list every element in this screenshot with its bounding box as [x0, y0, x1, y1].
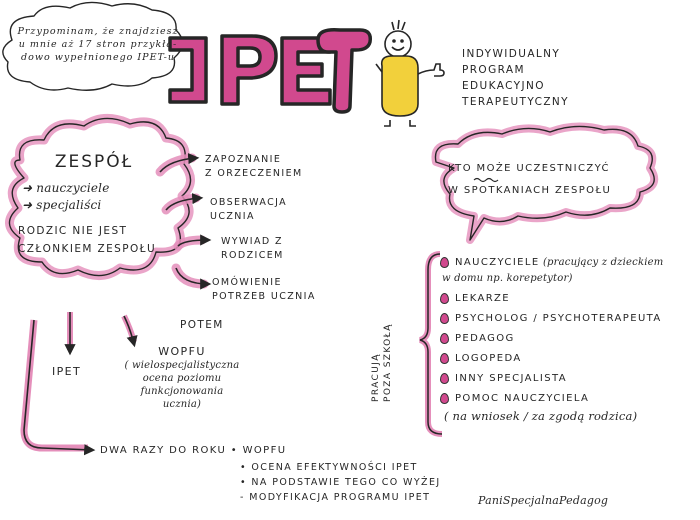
participant-label: LEKARZE	[455, 292, 511, 304]
participants-bracket	[419, 251, 443, 437]
then-label: POTEM	[180, 319, 224, 331]
participant-label: LOGOPEDA	[455, 352, 522, 364]
team-step-line: Z ORZECZENIEM	[205, 168, 303, 179]
who-emphasis: MOŻE	[476, 163, 512, 174]
team-member-label: specjaliści	[36, 198, 102, 212]
who-suffix: UCZESTNICZYĆ	[511, 163, 610, 174]
team-step-line: OMÓWIENIE	[212, 277, 282, 288]
participant-detail: (pracujący z dzieckiem	[539, 256, 664, 268]
parent-note-line: RODZIC NIE JEST	[18, 225, 128, 237]
team-step-line: WYWIAD Z	[221, 236, 283, 247]
participant-item: LEKARZE	[440, 288, 700, 308]
participant-label: POMOC NAUCZYCIELA	[455, 392, 590, 404]
twice-a-year-bullet: • OCENA EFEKTYWNOŚCI IPET	[240, 462, 418, 473]
reminder-line: dowo wypełnionego IPET-u	[21, 52, 175, 63]
team-step-line: POTRZEB UCZNIA	[212, 291, 316, 302]
drop-bullet-icon	[440, 292, 449, 304]
drop-bullet-icon	[440, 256, 449, 268]
wopfu-description-line: ocena poziomu	[142, 373, 222, 384]
acronym-line-p: PROGRAM	[462, 64, 525, 76]
team-step: OBSERWACJA UCZNIA	[210, 196, 287, 224]
working-outside-line: PRACUJĄ	[371, 353, 381, 402]
participant-label: PSYCHOLOG / PSYCHOTERAPEUTA	[455, 312, 662, 324]
acronym-line-e: EDUKACYJNO	[462, 80, 545, 92]
who-bubble-outline	[431, 122, 659, 244]
ipet-title-art	[168, 27, 373, 114]
wopfu-output: WOPFU ( wielospecjalistyczna ocena pozio…	[112, 344, 252, 411]
parent-note: RODZIC NIE JEST CZŁONKIEM ZESPOŁU	[18, 222, 172, 258]
team-members: ➜ nauczyciele ➜ specjaliści	[22, 180, 172, 214]
participants-list: NAUCZYCIELE (pracujący z dzieckiem w dom…	[440, 252, 700, 423]
team-heading: ZESPÓŁ	[54, 152, 134, 172]
arrow-right-icon: ➜	[22, 181, 37, 195]
who-bubble: KTO MOŻE UCZESTNICZYĆ W SPOTKANIACH ZESP…	[448, 158, 611, 202]
reminder-bubble: Przypominam, że znajdziesz u mnie aż 17 …	[8, 25, 188, 64]
team-step: OMÓWIENIE POTRZEB UCZNIA	[212, 276, 316, 304]
drop-bullet-icon	[440, 372, 449, 384]
reminder-bubble-outline	[2, 1, 184, 91]
participant-caps: NAUCZYCIELE	[455, 256, 540, 268]
participant-item: LOGOPEDA	[440, 348, 700, 368]
acronym-line-t: TERAPEUTYCZNY	[462, 96, 569, 108]
who-bubble-line: W SPOTKANIACH ZESPOŁU	[448, 185, 612, 196]
participant-item: PEDAGOG	[440, 328, 700, 348]
team-step: WYWIAD Z RODZICEM	[221, 235, 284, 263]
wopfu-label: WOPFU	[158, 345, 206, 358]
participant-label: NAUCZYCIELE (pracujący z dzieckiem	[455, 255, 663, 270]
team-cloud: ZESPÓŁ ➜ nauczyciele ➜ specjaliści RODZI…	[18, 152, 172, 258]
team-step-line: UCZNIA	[210, 211, 255, 222]
participant-label: INNY SPECJALISTA	[455, 372, 567, 384]
output-arrows	[20, 312, 138, 456]
drop-bullet-icon	[440, 392, 449, 404]
participants-note: ( na wniosek / za zgodą rodzica)	[444, 409, 638, 423]
parent-note-line: CZŁONKIEM ZESPOŁU	[18, 243, 157, 255]
participant-item: PSYCHOLOG / PSYCHOTERAPEUTA	[440, 308, 700, 328]
team-step-line: ZAPOZNANIE	[205, 154, 282, 165]
ipet-output: IPET	[52, 365, 82, 378]
working-outside-line: POZA SZKOŁĄ	[383, 323, 393, 402]
team-member-label: nauczyciele	[36, 181, 110, 195]
reminder-line: Przypominam, że znajdziesz	[17, 26, 179, 37]
team-step-line: RODZICEM	[221, 250, 284, 261]
participant-item: POMOC NAUCZYCIELA	[440, 388, 700, 408]
wopfu-description: ( wielospecjalistyczna ocena poziomu fun…	[112, 359, 252, 411]
team-step-arrows	[155, 153, 212, 290]
stick-figure-thumbs-up-icon	[375, 19, 445, 127]
who-prefix: KTO	[448, 163, 477, 174]
working-outside-label: PRACUJĄ POZA SZKOŁĄ	[370, 323, 394, 402]
wopfu-description-line: ucznia)	[162, 399, 202, 410]
acronym-line-i: INDYWIDUALNY	[462, 48, 561, 60]
drop-bullet-icon	[440, 332, 449, 344]
team-member: ➜ nauczyciele	[22, 180, 172, 197]
arrow-right-icon: ➜	[22, 198, 37, 212]
drop-bullet-icon	[440, 352, 449, 364]
participant-continuation: w domu np. korepetytor)	[442, 273, 573, 284]
who-bubble-line: KTO MOŻE UCZESTNICZYĆ	[448, 158, 611, 180]
twice-a-year-bullet: - MODYFIKACJA PROGRAMU IPET	[240, 492, 431, 503]
twice-a-year-heading: DWA RAZY DO ROKU • WOPFU	[100, 445, 287, 456]
team-step-line: OBSERWACJA	[210, 197, 288, 208]
twice-a-year-bullets: • OCENA EFEKTYWNOŚCI IPET • NA PODSTAWIE…	[240, 460, 441, 505]
reminder-line: u mnie aż 17 stron przykła-	[18, 39, 178, 50]
twice-a-year-bullet: • NA PODSTAWIE TEGO CO WYŻEJ	[240, 477, 441, 488]
participant-item: INNY SPECJALISTA	[440, 368, 700, 388]
participant-item: NAUCZYCIELE (pracujący z dzieckiem	[440, 252, 700, 272]
wopfu-description-line: ( wielospecjalistyczna	[124, 360, 240, 371]
wopfu-description-line: funkcjonowania	[140, 386, 224, 397]
author-signature: PaniSpecjalnaPedagog	[478, 494, 609, 507]
drop-bullet-icon	[440, 312, 449, 324]
participant-label: PEDAGOG	[455, 332, 515, 344]
team-step: ZAPOZNANIE Z ORZECZENIEM	[205, 153, 303, 181]
acronym-expansion: INDYWIDUALNY PROGRAM EDUKACYJNO TERAPEUT…	[462, 46, 569, 110]
team-member: ➜ specjaliści	[22, 197, 172, 214]
